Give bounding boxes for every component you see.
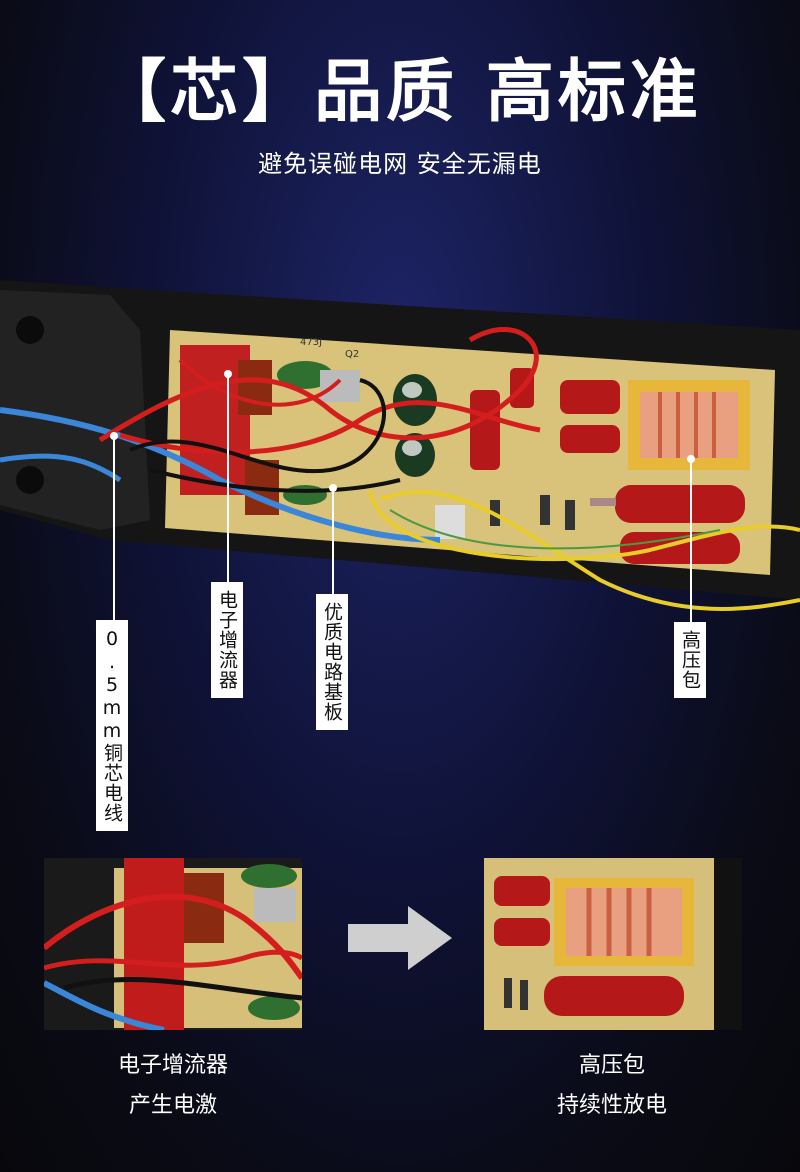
leader-line <box>690 459 692 622</box>
red-wire <box>98 327 539 443</box>
hv-coil-closeup-photo <box>484 858 742 1030</box>
left-caption-line2: 产生电激 <box>128 1093 217 1118</box>
leader-line <box>332 488 334 594</box>
terminal-block <box>435 505 465 539</box>
green-capacitor <box>277 361 333 389</box>
callout-hv-coil: 高压包 <box>674 622 706 698</box>
right-caption-line2: 持续性放电 <box>556 1093 667 1118</box>
callout-copper-wire: 0.5mm铜芯电线 <box>96 620 128 831</box>
arrow-right-icon <box>348 906 452 970</box>
callout-current-booster: 电子增流器 <box>211 582 243 698</box>
circuit-board-photo: 473J Q2 <box>0 280 800 611</box>
right-caption: 高压包 持续性放电 <box>482 1046 742 1126</box>
left-caption-line1: 电子增流器 <box>117 1053 228 1078</box>
callout-circuit-board: 优质电路基板 <box>316 594 348 730</box>
right-caption-line1: 高压包 <box>578 1053 645 1078</box>
blue-wire <box>0 407 441 543</box>
cap-label: 473J <box>300 337 322 348</box>
q-label: Q2 <box>345 349 359 360</box>
yellow-wire <box>368 489 800 562</box>
booster-closeup-photo <box>44 858 302 1030</box>
leader-line <box>227 374 229 582</box>
page-title: 【芯】品质 高标准 <box>98 53 702 132</box>
electrolytic-capacitor <box>393 374 437 426</box>
left-caption: 电子增流器 产生电激 <box>43 1046 303 1126</box>
transistor <box>320 370 360 402</box>
housing-hole <box>16 466 44 494</box>
leader-line <box>113 436 115 621</box>
black-wire <box>129 378 386 474</box>
housing-hole <box>16 316 44 344</box>
page-subtitle: 避免误碰电网 安全无漏电 <box>258 150 542 178</box>
large-capacitor <box>615 485 745 523</box>
